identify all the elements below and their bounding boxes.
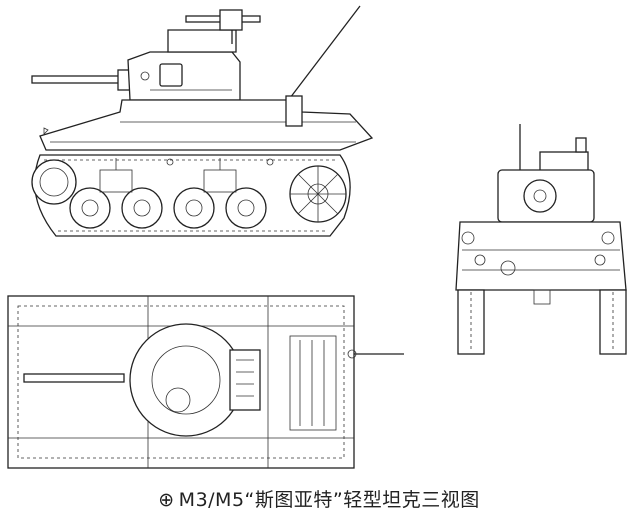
top-gun-barrel: [23, 373, 125, 383]
front-turret: [497, 137, 595, 223]
top-view: [7, 295, 404, 469]
side-road-wheels: [31, 159, 347, 229]
tank-three-view-drawing: [7, 5, 627, 469]
side-suspension: [99, 158, 274, 193]
front-tracks: [457, 289, 627, 355]
side-hull: [39, 95, 374, 151]
top-engine-deck: [289, 335, 357, 431]
caption-text: M3/M5“斯图亚特”轻型坦克三视图: [178, 489, 480, 511]
front-hull: [455, 221, 627, 305]
figure-caption: ⊕M3/M5“斯图亚特”轻型坦克三视图: [0, 484, 638, 516]
main-gun-barrel: [31, 69, 133, 91]
caption-mark-icon: ⊕: [158, 489, 175, 511]
top-turret: [129, 323, 261, 437]
front-view: [455, 124, 627, 355]
side-turret: [127, 29, 241, 101]
side-view: [31, 5, 374, 237]
cupola-machine-gun: [185, 9, 261, 44]
